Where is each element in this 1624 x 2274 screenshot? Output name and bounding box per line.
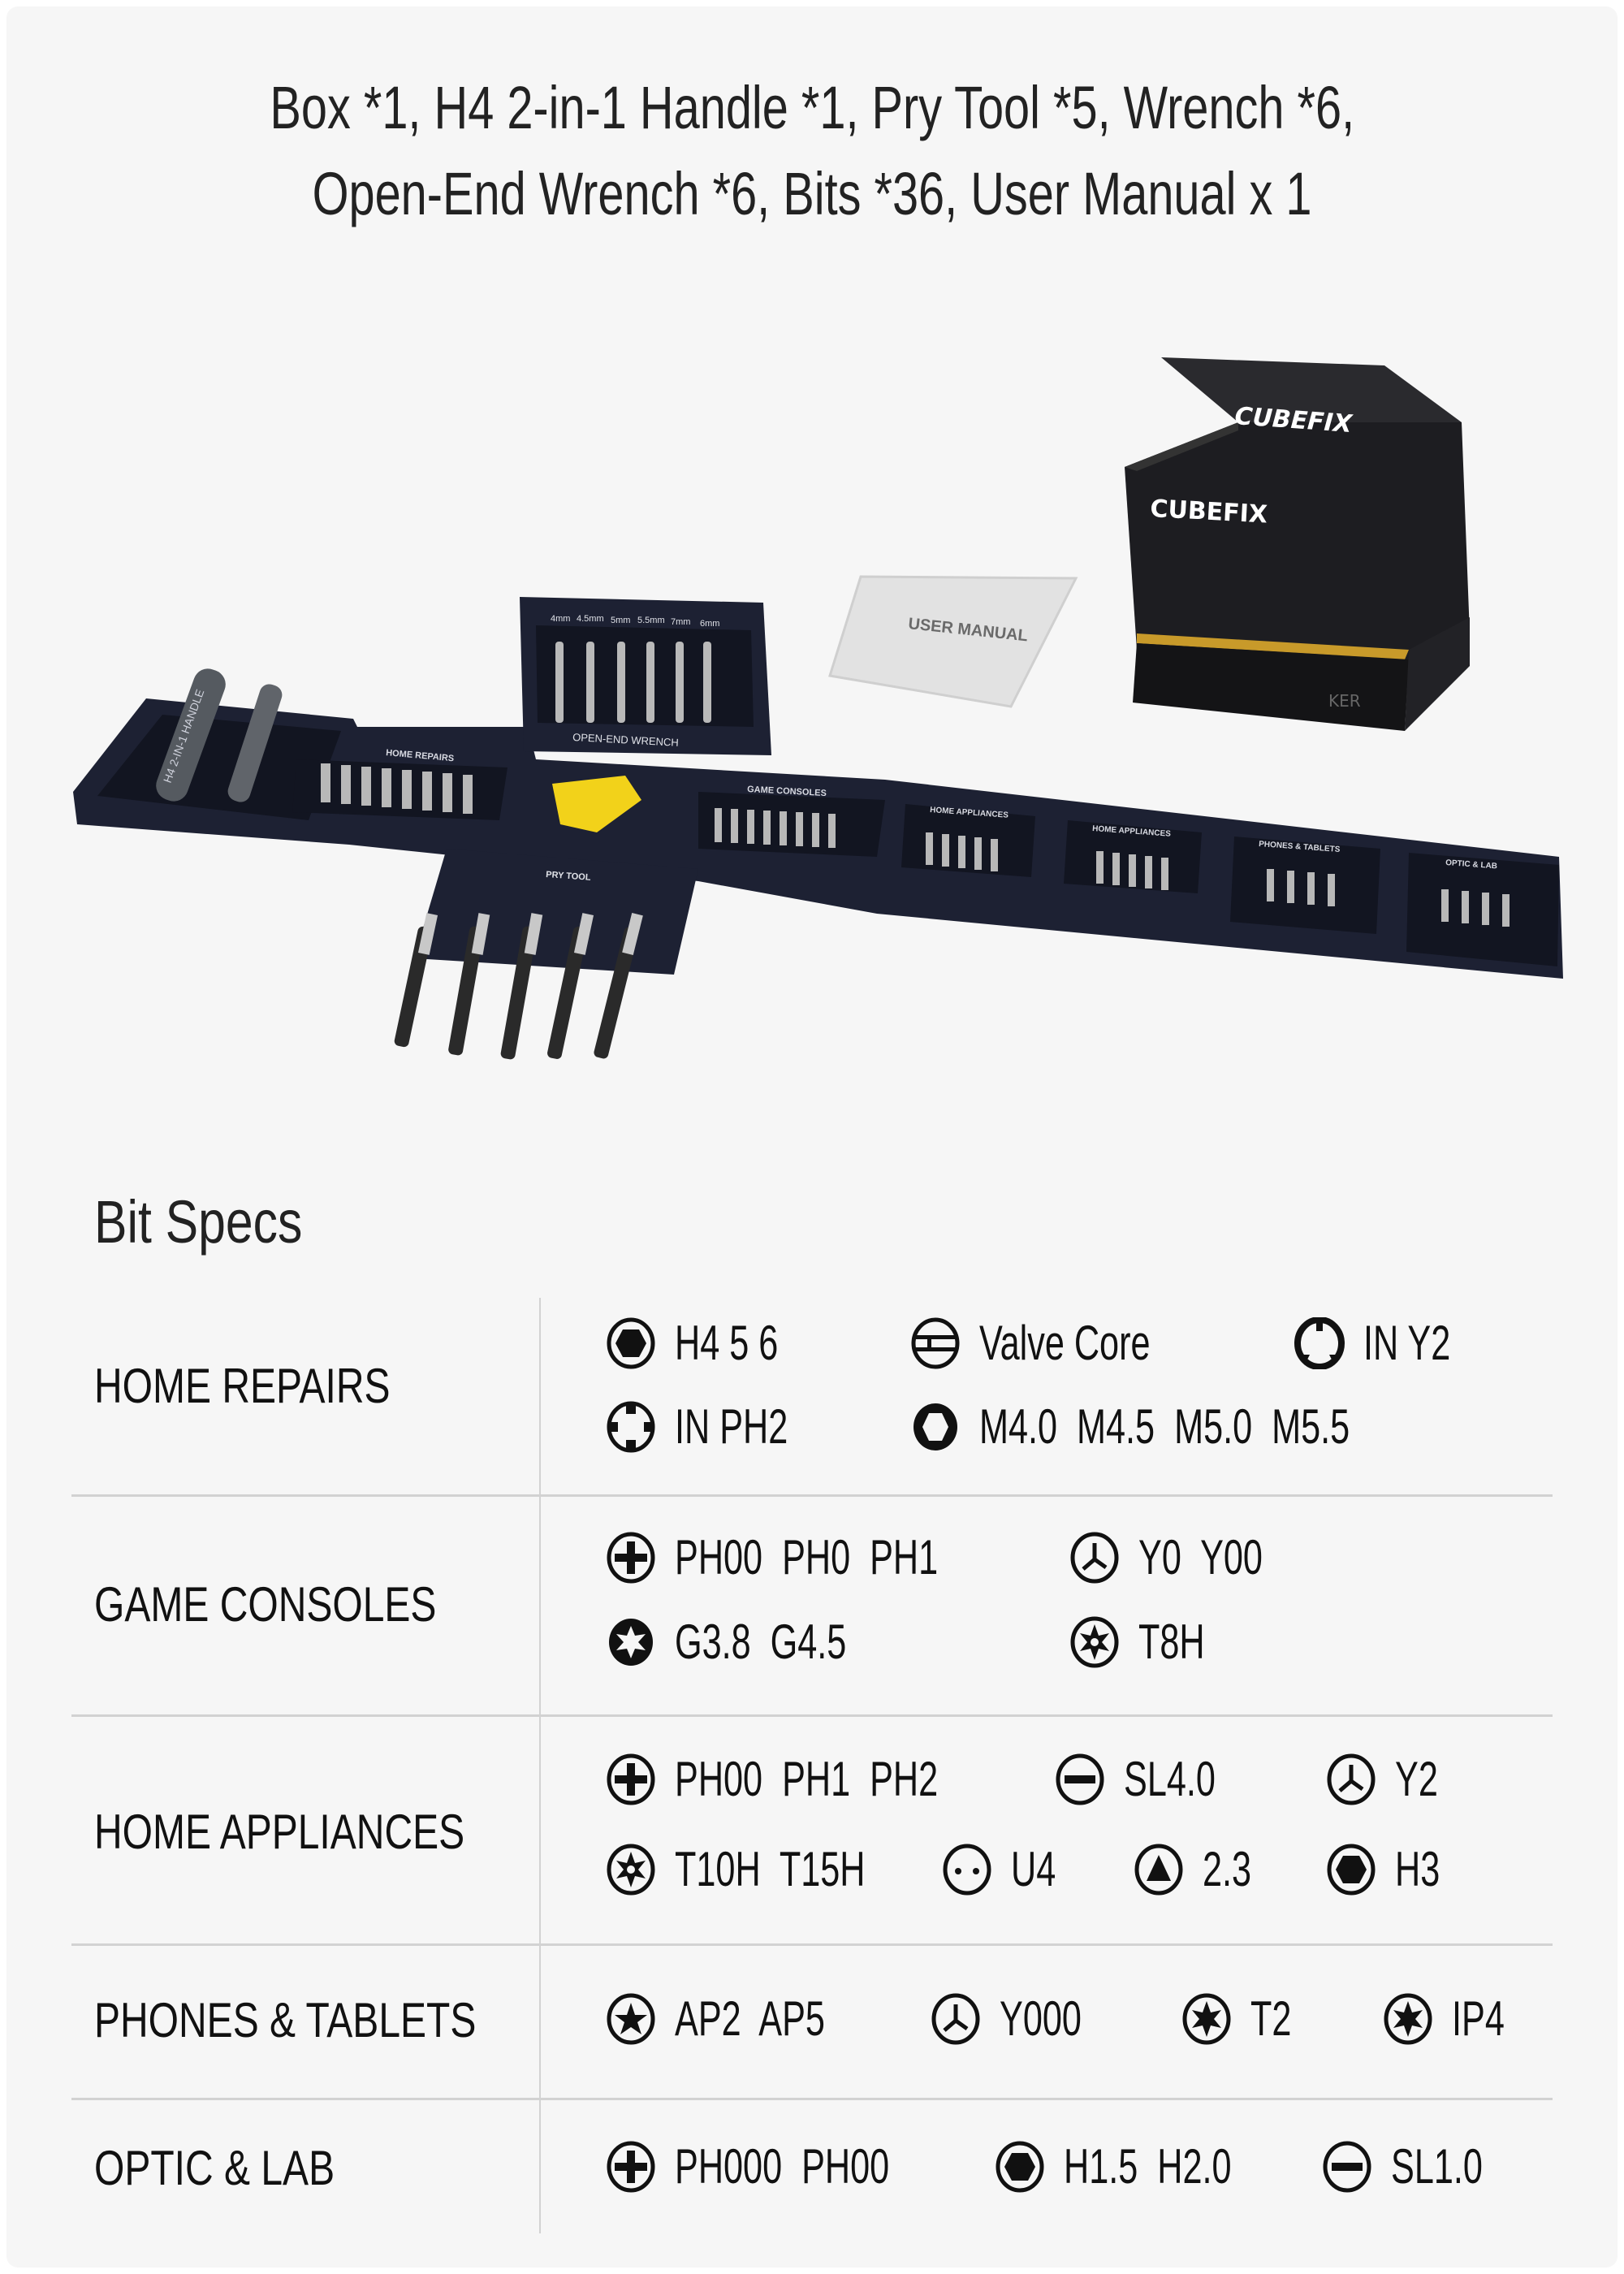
box-side-logo: KER xyxy=(1328,691,1361,711)
star-socket-icon xyxy=(605,1616,657,1668)
category-label: OPTIC & LAB xyxy=(94,2141,335,2195)
row-divider xyxy=(71,2098,1553,2100)
phillips-icon xyxy=(605,1532,657,1584)
product-illustration: CUBEFIX CUBEFIX KER USER MANUAL H4 2-IN-… xyxy=(73,357,1563,1060)
in-ph2-icon xyxy=(605,1401,657,1453)
pry-tool-panel: PRY TOOL xyxy=(394,849,698,1060)
svg-text:7mm: 7mm xyxy=(671,617,690,627)
bit-item: M4.0 M4.5 M5.0 M5.5 xyxy=(909,1399,1494,1455)
bit-item: IP4 xyxy=(1382,1991,1525,2047)
wrench-sizes: 4mm 4.5mm 5mm 5.5mm 7mm 6mm xyxy=(551,614,719,629)
toolkit-tray: H4 2-IN-1 HANDLE HOME REPAIRS GAME CONSO… xyxy=(73,668,1563,979)
bit-item: SL1.0 xyxy=(1321,2138,1518,2195)
torx-icon xyxy=(1382,1993,1434,2045)
tri-wing-icon xyxy=(930,1993,982,2045)
bit-item: Y0 Y00 xyxy=(1069,1529,1311,1586)
row-divider xyxy=(71,1494,1553,1497)
open-end-wrench-panel: 4mm 4.5mm 5mm 5.5mm 7mm 6mm OPEN-END WRE… xyxy=(520,597,771,755)
bit-item: PH00 PH1 PH2 xyxy=(605,1751,1040,1808)
bit-item: H1.5 H2.0 xyxy=(994,2138,1297,2195)
bit-item: IN PH2 xyxy=(605,1399,831,1455)
bit-item: U4 xyxy=(941,1841,1073,1898)
slotted-icon xyxy=(1321,2141,1373,2193)
hex-filled-icon xyxy=(1325,1844,1377,1896)
category-label: HOME REPAIRS xyxy=(94,1359,391,1413)
bit-item: IN Y2 xyxy=(1294,1315,1484,1372)
torx-security-icon xyxy=(605,1844,657,1896)
table-column-divider xyxy=(539,1298,541,2233)
bit-item: AP2 AP5 xyxy=(605,1991,883,2047)
svg-text:5mm: 5mm xyxy=(611,616,630,625)
contents-headline-line1: Box *1, H4 2-in-1 Handle *1, Pry Tool *5… xyxy=(270,74,1354,141)
bit-item: SL4.0 xyxy=(1054,1751,1251,1808)
bit-item: G3.8 G4.5 xyxy=(605,1614,914,1671)
pry-tool-label: PRY TOOL xyxy=(546,870,591,883)
bit-item: PH00 PH0 PH1 xyxy=(605,1529,1040,1586)
user-manual: USER MANUAL xyxy=(828,575,1078,708)
svg-text:4mm: 4mm xyxy=(551,614,570,624)
game-consoles-label: GAME CONSOLES xyxy=(747,785,827,798)
contents-headline-line2: Open-End Wrench *6, Bits *36, User Manua… xyxy=(312,160,1312,227)
hex-filled-icon xyxy=(994,2141,1046,2193)
hex-filled-icon xyxy=(605,1317,657,1369)
bit-item: Y2 xyxy=(1325,1751,1454,1808)
phillips-icon xyxy=(605,1753,657,1805)
category-label: HOME APPLIANCES xyxy=(94,1805,465,1859)
tri-wing-icon xyxy=(1325,1753,1377,1805)
category-label: PHONES & TABLETS xyxy=(94,1993,477,2047)
bit-specs-title: Bit Specs xyxy=(94,1188,303,1256)
torx-security-icon xyxy=(1069,1616,1121,1668)
pentalobe-icon xyxy=(605,1993,657,2045)
svg-text:4.5mm: 4.5mm xyxy=(577,614,604,624)
bit-item: T2 xyxy=(1181,1991,1307,2047)
row-divider xyxy=(71,1943,1553,1946)
svg-text:6mm: 6mm xyxy=(700,619,719,629)
bit-item: H3 xyxy=(1325,1841,1458,1898)
category-label: GAME CONSOLES xyxy=(94,1577,437,1632)
box-front-logo: CUBEFIX xyxy=(1150,495,1268,530)
bit-item: T10H T15H xyxy=(605,1841,939,1898)
slotted-icon xyxy=(1054,1753,1106,1805)
valve-core-icon xyxy=(909,1317,961,1369)
torx-icon xyxy=(1181,1993,1233,2045)
bit-item: H4 5 6 xyxy=(605,1315,818,1372)
optic-lab-label: OPTIC & LAB xyxy=(1445,858,1498,871)
open-end-wrench-label: OPEN-END WRENCH xyxy=(572,731,679,749)
u-type-icon xyxy=(941,1844,993,1896)
bit-item: Y000 xyxy=(930,1991,1113,2047)
bit-item: T8H xyxy=(1069,1614,1230,1671)
gold-band xyxy=(1137,633,1409,659)
bit-item: PH000 PH00 xyxy=(605,2138,973,2195)
bit-item: 2.3 xyxy=(1133,1841,1270,1898)
bit-item: Valve Core xyxy=(909,1315,1216,1372)
tri-wing-icon xyxy=(1069,1532,1121,1584)
phillips-icon xyxy=(605,2141,657,2193)
svg-text:5.5mm: 5.5mm xyxy=(637,616,665,625)
triangle-icon xyxy=(1133,1844,1185,1896)
hex-socket-icon xyxy=(909,1401,961,1453)
row-divider xyxy=(71,1714,1553,1717)
in-y2-icon xyxy=(1294,1317,1345,1369)
gift-box: CUBEFIX CUBEFIX KER xyxy=(1125,357,1470,731)
